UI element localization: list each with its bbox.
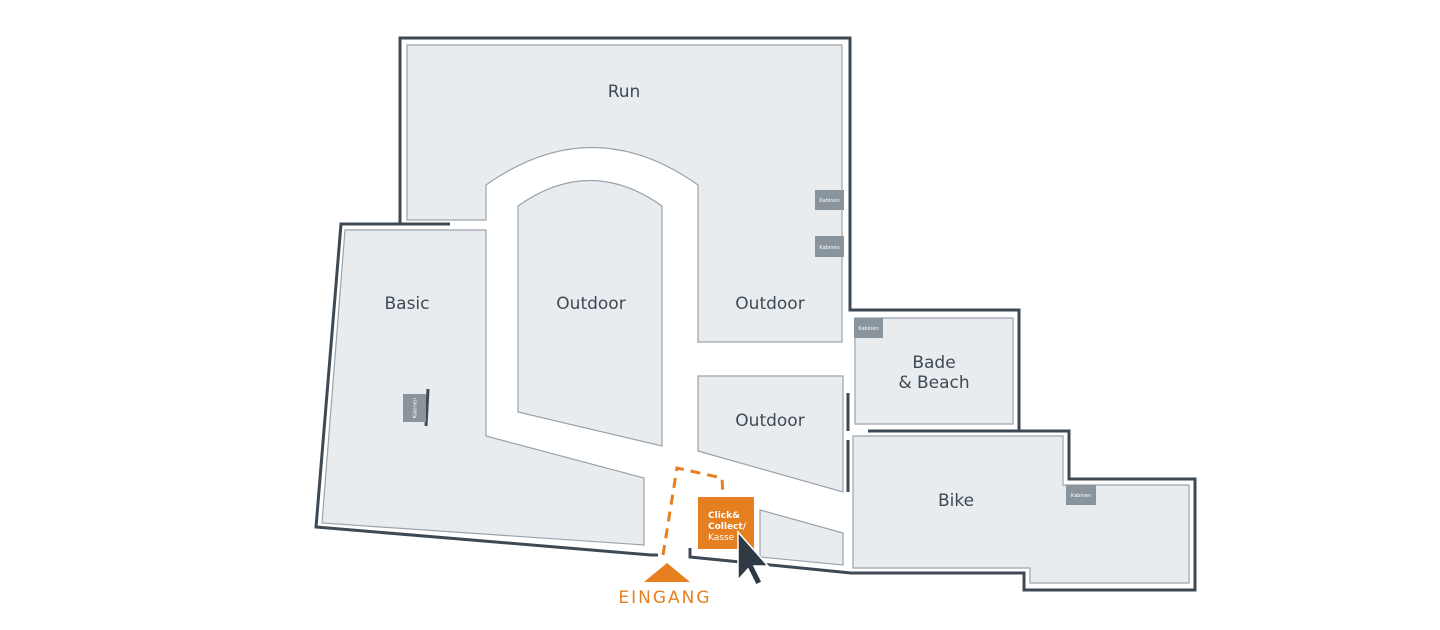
zone-run[interactable] [406,44,843,343]
zone-outdoor-center[interactable] [517,180,663,447]
svg-text:Kabinen: Kabinen [819,245,839,251]
svg-text:Kasse: Kasse [708,533,735,543]
building-walls [314,36,1197,592]
zone-outdoor-lower[interactable] [697,375,844,493]
svg-text:Kabinen: Kabinen [1071,493,1091,499]
cabin-run-top: Kabinen [815,190,844,210]
zone-label-bade-line1: Bade [912,353,955,373]
zone-basic[interactable] [321,229,645,546]
zone-label-outdoor-center: Outdoor [556,294,625,314]
cabin-bike: Kabinen [1066,485,1096,505]
zone-label-basic: Basic [384,294,429,314]
cabin-basic: Kabinen [403,394,426,422]
zone-label-bade-line2: & Beach [898,373,969,393]
svg-text:Collect/: Collect/ [708,522,747,532]
svg-text:Click&: Click& [708,511,740,521]
svg-text:Kabinen: Kabinen [819,198,839,204]
zone-bike[interactable] [852,435,1190,584]
svg-text:Kabinen: Kabinen [858,326,878,332]
zone-bade-beach[interactable] [854,317,1014,425]
zone-label-run: Run [608,82,641,102]
zone-label-outdoor-lower: Outdoor [735,411,804,431]
zone-label-bike: Bike [938,491,974,511]
entrance-arrow-icon [644,563,690,582]
entrance-label: EINGANG [618,588,711,608]
zone-cashier-area[interactable] [759,509,844,566]
cabin-run-bottom: Kabinen [815,236,844,257]
cursor-pointer-icon [737,530,770,587]
cabin-bade: Kabinen [854,318,883,338]
svg-text:Kabinen: Kabinen [413,398,419,418]
zone-label-outdoor-right: Outdoor [735,294,804,314]
entrance-path [661,466,725,556]
